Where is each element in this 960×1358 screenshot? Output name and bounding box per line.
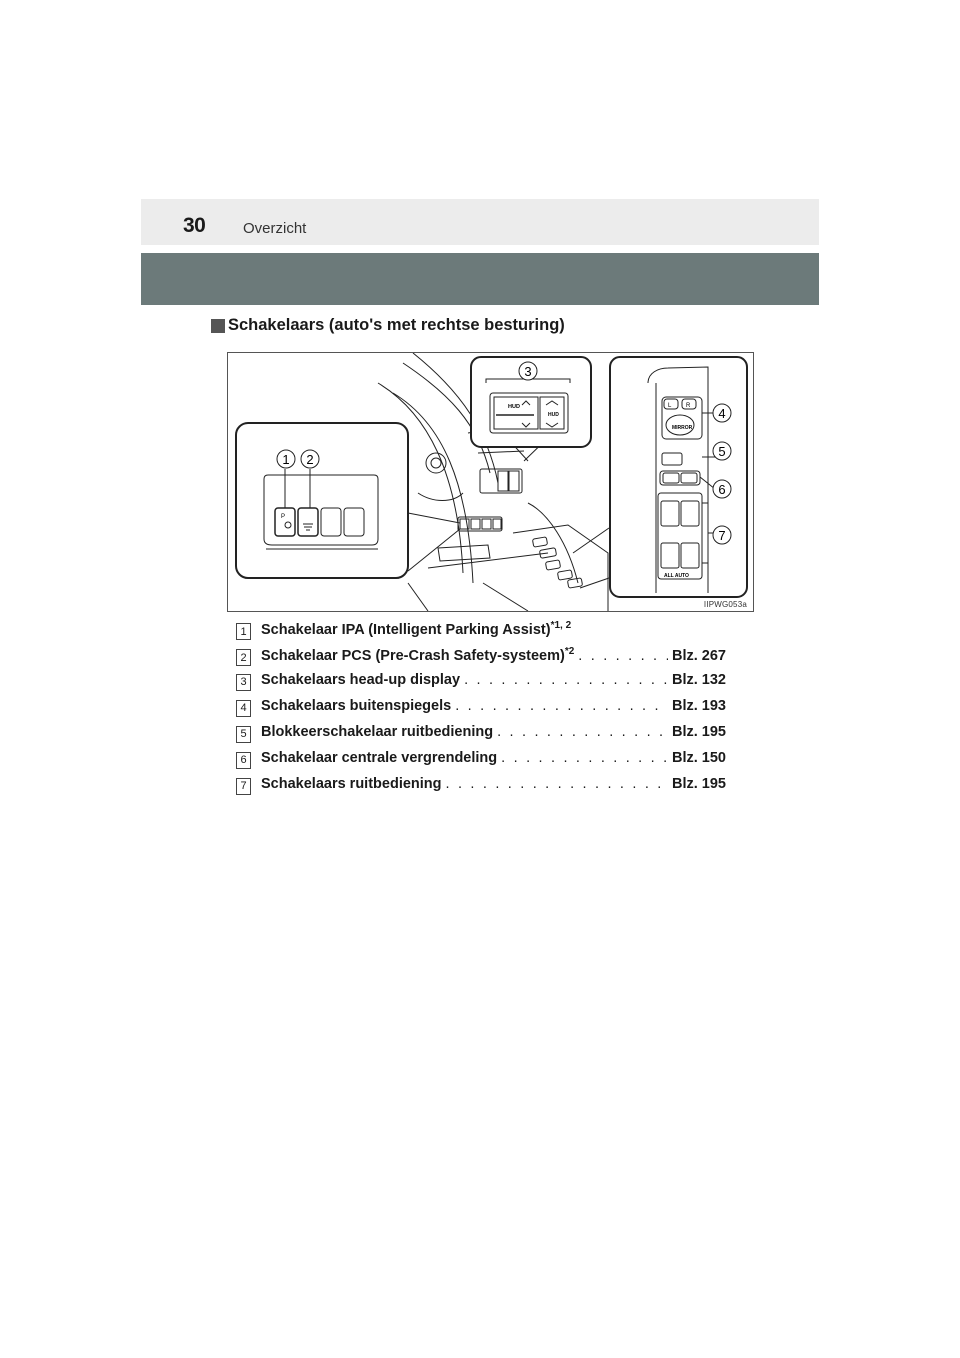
mirror-text: MIRROR (672, 425, 693, 431)
callout-2: 2 (306, 452, 313, 467)
list-item: 7 Schakelaars ruitbediening Blz. 195 (236, 776, 726, 798)
item-page-ref[interactable]: Blz. 195 (672, 776, 726, 792)
item-number: 4 (236, 699, 251, 717)
item-number: 5 (236, 725, 251, 743)
list-item: 1 Schakelaar IPA (Intelligent Parking As… (236, 620, 726, 642)
dot-leader (501, 750, 668, 766)
item-page-ref[interactable]: Blz. 195 (672, 724, 726, 740)
item-footnote: *1, 2 (550, 620, 572, 631)
all-auto-text: ALL AUTO (664, 573, 689, 579)
item-label: Schakelaars buitenspiegels (261, 698, 452, 714)
callout-7: 7 (718, 528, 725, 543)
item-footnote: *2 (564, 646, 575, 657)
subheading: Schakelaars (auto's met rechtse besturin… (211, 316, 565, 335)
dot-leader (446, 776, 668, 792)
item-number: 6 (236, 751, 251, 769)
list-item: 3 Schakelaars head-up display Blz. 132 (236, 672, 726, 694)
illustration-svg: P 1 2 HUD HUD 3 (235, 353, 748, 611)
item-page-ref[interactable]: Blz. 150 (672, 750, 726, 766)
switches-illustration: P 1 2 HUD HUD 3 (227, 352, 754, 612)
item-label: Schakelaars head-up display (261, 672, 461, 688)
item-number: 1 (236, 623, 251, 641)
item-label: Schakelaar PCS (Pre-Crash Safety-systeem… (261, 647, 565, 664)
item-number: 3 (236, 673, 251, 691)
list-item: 4 Schakelaars buitenspiegels Blz. 193 (236, 698, 726, 720)
page-number: 30 (183, 214, 206, 237)
item-label: Blokkeerschakelaar ruitbediening (261, 724, 494, 740)
title-band (141, 253, 819, 305)
subheading-text: Schakelaars (auto's met rechtse besturin… (228, 316, 565, 334)
dot-leader (464, 672, 668, 688)
item-number: 7 (236, 777, 251, 795)
item-label: Schakelaars ruitbediening (261, 776, 442, 792)
item-number: 2 (236, 649, 251, 667)
callout-6: 6 (718, 482, 725, 497)
list-item: 2 Schakelaar PCS (Pre-Crash Safety-syste… (236, 646, 726, 668)
mirror-r-text: R (686, 403, 691, 409)
list-item: 6 Schakelaar centrale vergrendeling Blz.… (236, 750, 726, 772)
dot-leader (497, 724, 668, 740)
callout-1: 1 (282, 452, 289, 467)
callout-4: 4 (718, 406, 725, 421)
dot-leader (578, 648, 668, 664)
item-page-ref[interactable]: Blz. 193 (672, 698, 726, 714)
heading-square-icon (211, 318, 225, 333)
list-item: 5 Blokkeerschakelaar ruitbediening Blz. … (236, 724, 726, 746)
item-label: Schakelaar centrale vergrendeling (261, 750, 498, 766)
mirror-l-text: L (668, 403, 672, 409)
svg-text:P: P (281, 514, 285, 520)
hud-left-text: HUD (508, 404, 520, 410)
item-label: Schakelaar IPA (Intelligent Parking Assi… (261, 621, 551, 638)
figure-code: IIPWG053a (703, 600, 747, 609)
dot-leader (455, 698, 668, 714)
section-name: Overzicht (243, 220, 307, 237)
hud-right-text: HUD (548, 412, 559, 418)
callout-3: 3 (524, 364, 531, 379)
header-bar (141, 199, 819, 245)
item-page-ref[interactable]: Blz. 132 (672, 672, 726, 688)
callout-5: 5 (718, 444, 725, 459)
item-page-ref[interactable]: Blz. 267 (672, 647, 726, 664)
